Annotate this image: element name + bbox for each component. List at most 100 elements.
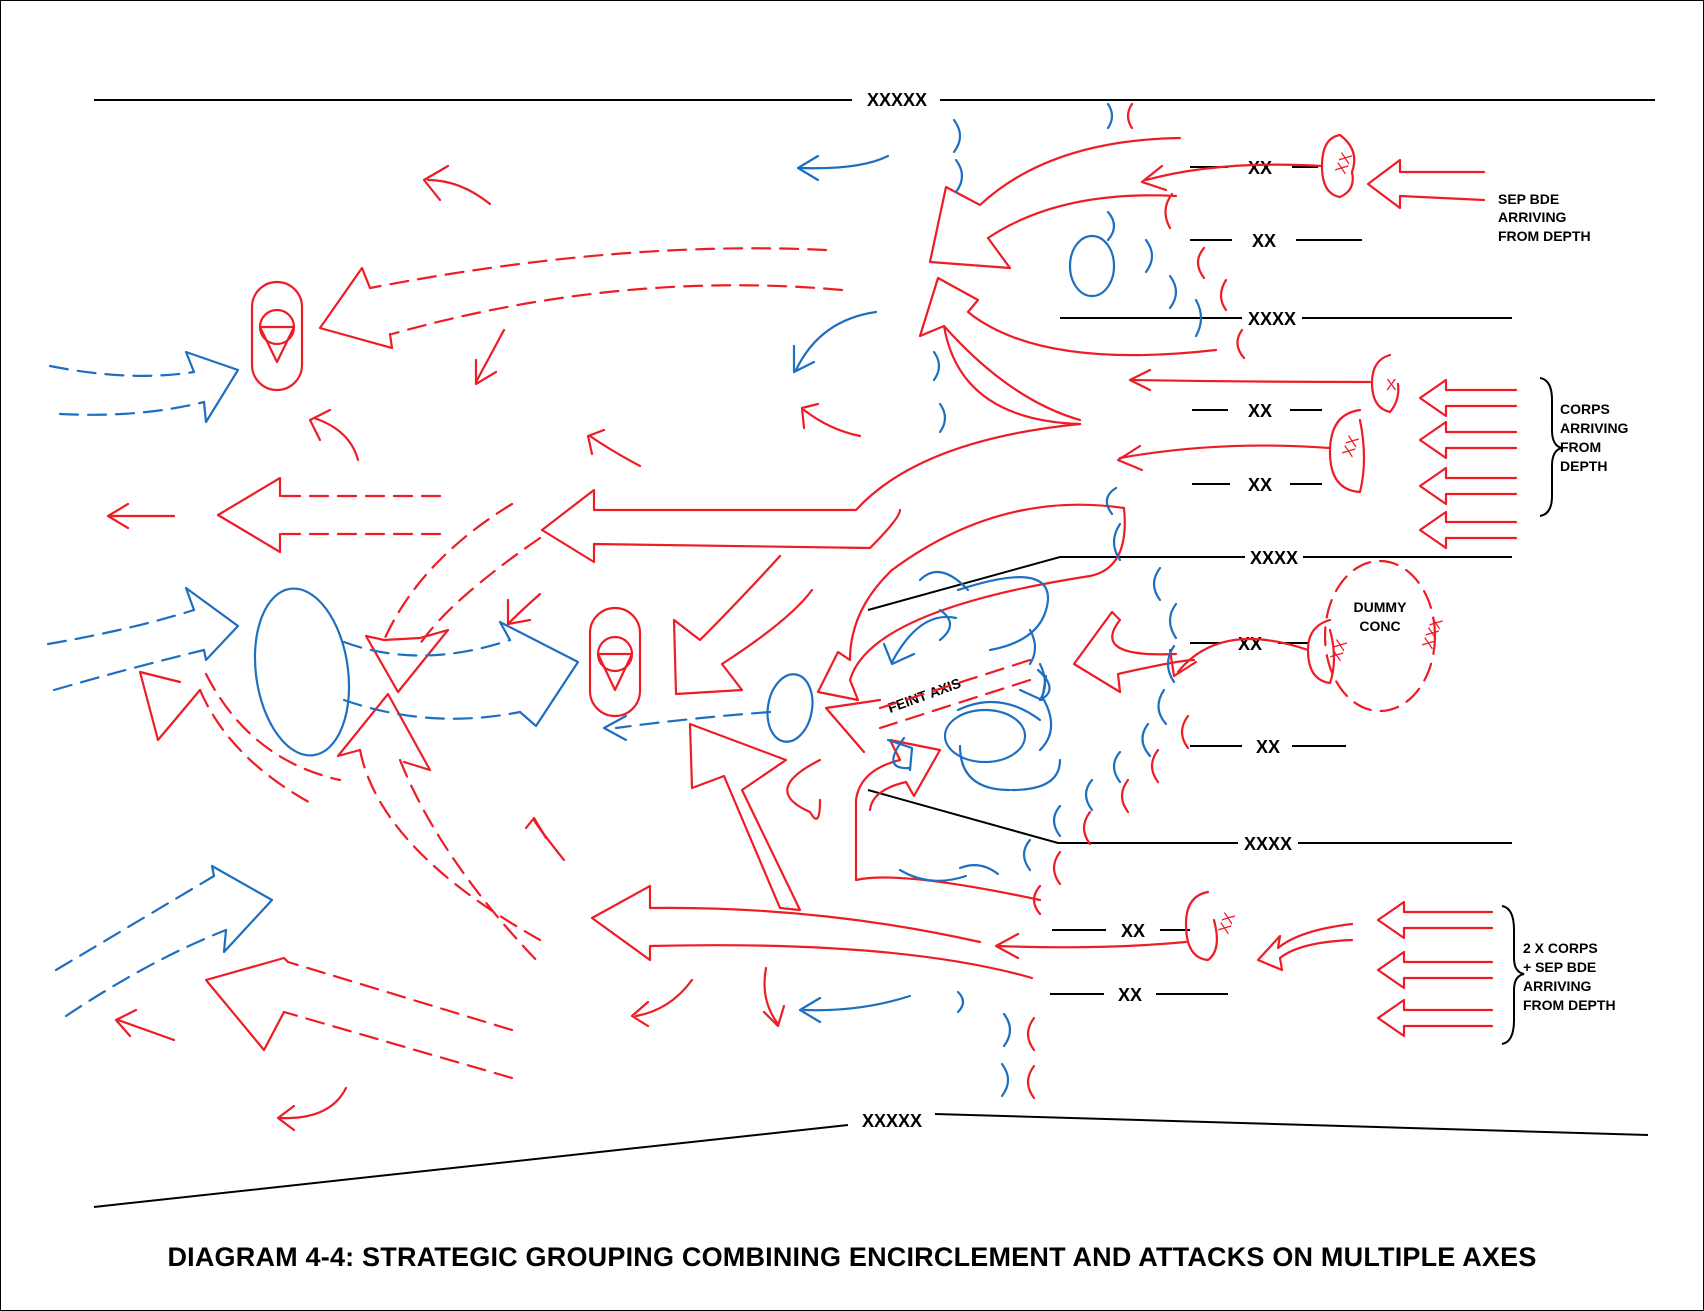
deep-arrow-lower-1 xyxy=(198,688,318,808)
diagram-caption: DIAGRAM 4-4: STRATEGIC GROUPING COMBININ… xyxy=(167,1242,1537,1272)
deep-arrow-top-2 xyxy=(390,284,844,336)
brace-corps xyxy=(1539,377,1563,517)
arrows-in-corps xyxy=(1418,378,1518,550)
arrows-in-two-corps xyxy=(1376,900,1494,1038)
main-arrow-center-long xyxy=(540,422,1082,564)
arrow-dummy-east xyxy=(1072,610,1196,694)
red-scallops xyxy=(1026,102,1246,1100)
note-two-corps-4: FROM DEPTH xyxy=(1523,997,1616,1013)
note-corps-1: CORPS xyxy=(1560,401,1610,417)
blue-arrow-upper xyxy=(794,310,878,372)
unit-symbol-sep-bde-right xyxy=(1338,133,1356,199)
command-post-1 xyxy=(250,280,304,392)
unit-symbol-dummy-1 xyxy=(1306,618,1336,685)
div-label-8: XX xyxy=(1118,985,1142,1005)
front-boundary-bottom-left xyxy=(93,1124,849,1208)
note-two-corps-2: + SEP BDE xyxy=(1523,959,1596,975)
arrow-in-bottom-unit xyxy=(1256,922,1354,972)
deep-arrow-top-1 xyxy=(368,247,828,290)
div-label-6: XX xyxy=(1256,737,1280,757)
defender-position-pocket xyxy=(943,708,1027,764)
army-boundary-2-left xyxy=(867,556,1245,611)
thin-arrow-3 xyxy=(1118,444,1332,460)
army-label-2: XXXX xyxy=(1250,548,1298,568)
blue-dashed-link-2 xyxy=(342,698,522,720)
blue-arrow-top xyxy=(798,154,890,170)
arrow-in-sep-bde xyxy=(1366,158,1486,210)
main-arrow-upper-curve xyxy=(918,276,1218,422)
boundary-lines xyxy=(93,99,1655,1208)
deep-arrow-converge-3 xyxy=(358,748,542,942)
unit-xx-1: XX xyxy=(1333,150,1356,176)
command-post-2 xyxy=(588,606,642,718)
red-large-arrows xyxy=(540,136,1218,980)
red-thin-arrows xyxy=(994,163,1372,960)
defender-position-upper xyxy=(1068,234,1116,298)
red-small-curved-arrows xyxy=(106,164,862,1132)
unit-xx-4: XX xyxy=(1216,910,1239,936)
note-sep-bde-1: SEP BDE xyxy=(1498,191,1559,207)
unit-xxx-dummy: XXX xyxy=(1420,615,1447,651)
note-corps-3: FROM xyxy=(1560,439,1601,455)
unit-x-1: X xyxy=(1386,377,1397,394)
div-label-7: XX xyxy=(1121,921,1145,941)
unit-xx-3: XX xyxy=(1328,637,1351,663)
blue-dashed-west-3 xyxy=(54,874,216,972)
arrow-army3-curve xyxy=(854,738,1042,902)
deep-arrow-converge-2 xyxy=(418,536,542,646)
main-arrow-top xyxy=(928,136,1182,270)
blue-dashed-west-2 xyxy=(46,608,196,646)
thin-arrow-2 xyxy=(1130,378,1372,384)
braces xyxy=(1501,377,1563,1045)
boundary-labels: XXXXX XXXXX XXXX XXXX XXXX XX XX XX XX X… xyxy=(862,90,1298,1131)
note-corps-2: ARRIVING xyxy=(1560,420,1629,436)
defender-position-center xyxy=(766,673,814,743)
arrow-army2-curve xyxy=(816,503,1126,702)
div-label-1: XX xyxy=(1248,158,1272,178)
thin-arrow-1 xyxy=(1144,163,1324,182)
feint-axis-head xyxy=(824,698,882,754)
note-two-corps-1: 2 X CORPS xyxy=(1523,940,1598,956)
unit-xx-2: XX xyxy=(1340,433,1363,459)
note-corps-4: DEPTH xyxy=(1560,458,1607,474)
army-label-1: XXXX xyxy=(1248,309,1296,329)
div-label-4: XX xyxy=(1248,475,1272,495)
blue-arrow-bottom xyxy=(802,994,912,1012)
red-dashed-deep-arrows xyxy=(138,247,844,1080)
front-label-bottom: XXXXX xyxy=(862,1111,922,1131)
deep-arrow-bottom-1 xyxy=(286,960,514,1032)
blue-defender xyxy=(46,102,1203,1098)
red-incoming-arrows xyxy=(1256,158,1518,1038)
deep-arrow-converge-1 xyxy=(382,502,514,642)
main-arrow-bottom-up xyxy=(688,722,802,912)
main-arrow-center-down xyxy=(672,554,814,696)
dummy-concentration xyxy=(1323,559,1437,713)
unit-symbol-corps-2 xyxy=(1328,408,1366,494)
army-label-3: XXXX xyxy=(1244,834,1292,854)
front-boundary-bottom-right xyxy=(934,1113,1649,1136)
unit-symbol-bottom xyxy=(1184,890,1219,962)
blue-dashed-withdraw xyxy=(614,710,772,730)
deep-arrow-bottom-2 xyxy=(282,1010,514,1080)
note-sep-bde-2: ARRIVING xyxy=(1498,209,1567,225)
blue-dashed-link-1 xyxy=(342,638,512,657)
note-two-corps-3: ARRIVING xyxy=(1523,978,1592,994)
army-boundary-3-left xyxy=(867,789,1238,844)
blue-dashed-west-1 xyxy=(48,364,196,377)
defender-position-west xyxy=(253,587,351,757)
div-label-2: XX xyxy=(1252,231,1276,251)
front-label-top: XXXXX xyxy=(867,90,927,110)
brace-two-corps xyxy=(1501,905,1525,1045)
thin-arrow-5 xyxy=(996,940,1188,949)
note-sep-bde-3: FROM DEPTH xyxy=(1498,228,1591,244)
unit-symbol-corps-1 xyxy=(1370,353,1400,414)
note-dummy-2: CONC xyxy=(1359,618,1400,634)
div-label-3: XX xyxy=(1248,401,1272,421)
note-feint-axis: FEINT AXIS xyxy=(886,675,963,716)
note-dummy-1: DUMMY xyxy=(1354,599,1408,615)
encircled-pocket xyxy=(882,486,1178,882)
main-arrow-bottom-left xyxy=(590,884,1034,980)
div-label-5: XX xyxy=(1238,634,1262,654)
